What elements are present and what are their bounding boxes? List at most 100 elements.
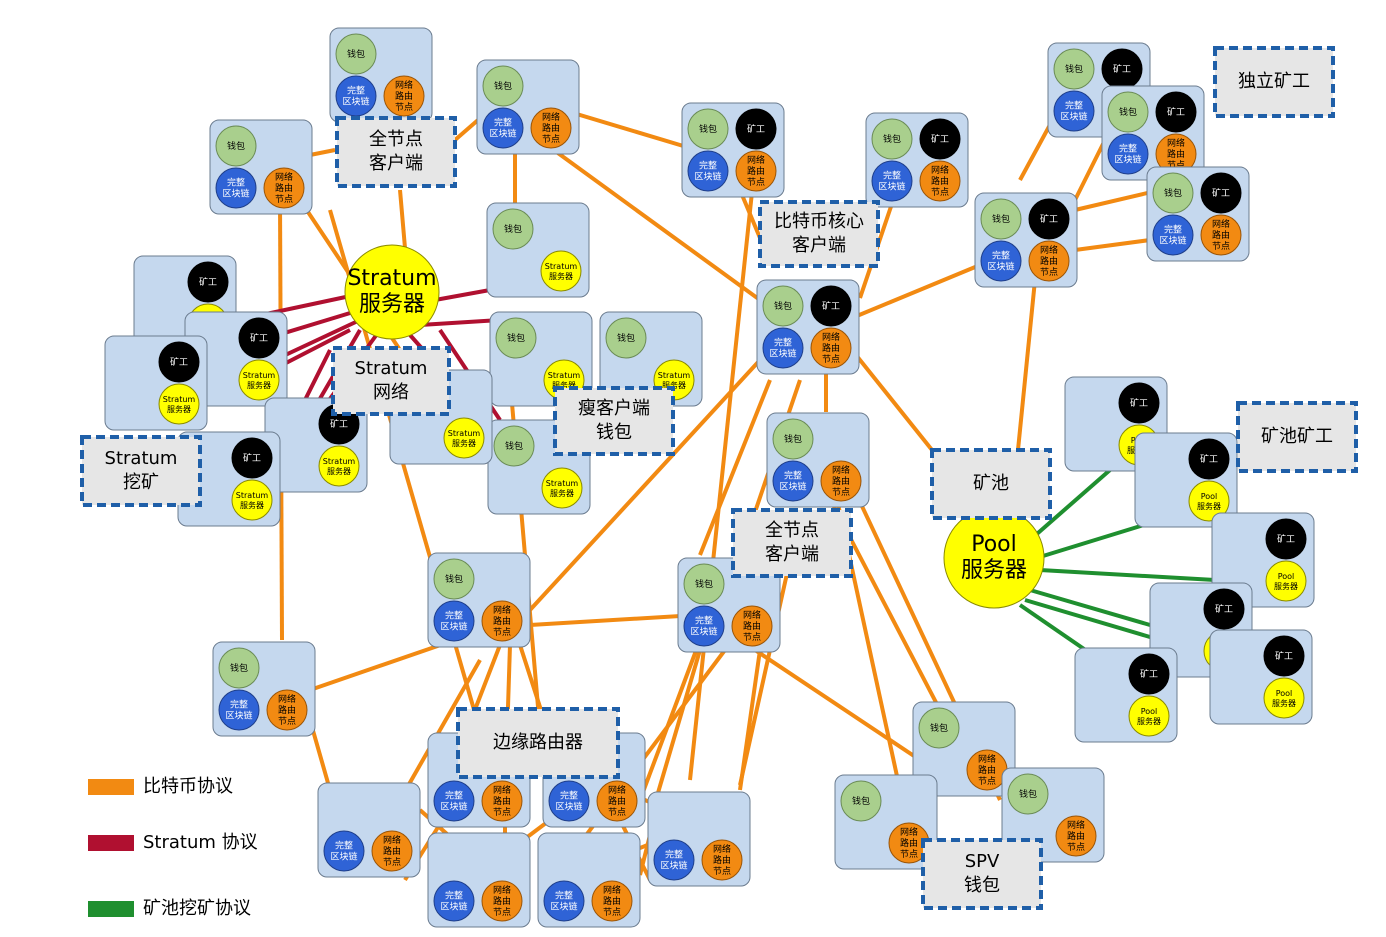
svg-text:网络路由节点: 网络路由节点 [275,171,293,205]
tag-thin-client-wallet: 瘦客户端钱包 [553,386,675,456]
svg-text:钱包: 钱包 [852,795,870,807]
stratum-protocol-link [419,318,501,327]
svg-text:矿工: 矿工 [1277,533,1295,545]
bitcoin-protocol-link [538,138,762,302]
svg-text:矿工: 矿工 [1215,603,1233,615]
svg-text:瘦客户端钱包: 瘦客户端钱包 [578,398,650,443]
svg-text:矿工: 矿工 [1140,668,1158,680]
pool-protocol-link [1029,518,1161,562]
bitcoin-protocol-link [738,649,762,791]
legend-item: 矿池挖矿协议 [88,898,251,919]
tag-bitcoin-core-client: 比特币核心客户端 [758,200,880,268]
svg-text:矿工: 矿工 [199,276,217,288]
svg-text:钱包: 钱包 [1164,187,1182,199]
svg-text:矿工: 矿工 [931,133,949,145]
svg-text:网络路由节点: 网络路由节点 [978,753,996,787]
tag-solo-miner: 独立矿工 [1213,46,1335,118]
svg-text:网络路由节点: 网络路由节点 [493,784,511,818]
svg-text:钱包: 钱包 [617,332,635,344]
svg-text:矿工: 矿工 [1200,453,1218,465]
svg-text:全节点客户端: 全节点客户端 [765,520,819,565]
svg-text:网络路由节点: 网络路由节点 [832,464,850,498]
svg-text:边缘路由器: 边缘路由器 [493,732,583,753]
svg-text:矿工: 矿工 [1040,213,1058,225]
svg-text:钱包: 钱包 [1019,788,1037,800]
svg-text:钱包: 钱包 [1065,63,1083,75]
svg-text:钱包: 钱包 [992,213,1010,225]
pool-protocol-link [1024,598,1161,642]
svg-text:矿工: 矿工 [1113,63,1131,75]
svg-text:矿工: 矿工 [250,332,268,344]
svg-text:网络路由节点: 网络路由节点 [931,164,949,198]
svg-text:完整区块链: 完整区块链 [440,789,467,812]
network-node-core: 钱包矿工完整区块链网络路由节点 [756,279,860,375]
svg-text:网络路由节点: 网络路由节点 [608,784,626,818]
svg-text:网络路由节点: 网络路由节点 [542,111,560,145]
svg-text:独立矿工: 独立矿工 [1238,71,1310,92]
svg-text:网络路由节点: 网络路由节点 [1212,218,1230,252]
svg-text:矿工: 矿工 [1212,187,1230,199]
svg-text:钱包: 钱包 [504,223,522,235]
svg-text:完整区块链: 完整区块链 [779,469,806,492]
svg-text:网络路由节点: 网络路由节点 [743,609,761,643]
bitcoin-protocol-link [453,118,480,142]
svg-text:网络路由节点: 网络路由节点 [278,693,296,727]
bitcoin-protocol-link [738,559,792,786]
svg-text:矿工: 矿工 [330,418,348,430]
pool-protocol-link [1028,468,1112,542]
bitcoin-protocol-link [688,191,754,781]
svg-text:完整区块链: 完整区块链 [987,249,1014,272]
svg-text:网络路由节点: 网络路由节点 [822,331,840,365]
svg-text:完整区块链: 完整区块链 [440,609,467,632]
bitcoin-protocol-link [851,263,981,320]
svg-text:矿工: 矿工 [822,300,840,312]
svg-text:网络路由节点: 网络路由节点 [900,826,918,860]
pool-protocol-link [1039,568,1216,582]
svg-text:网络路由节点: 网络路由节点 [1040,244,1058,278]
svg-text:钱包: 钱包 [445,573,463,585]
svg-text:比特币核心客户端: 比特币核心客户端 [774,211,864,256]
svg-text:完整区块链: 完整区块链 [690,614,717,637]
tag-full-node-client-top: 全节点客户端 [335,116,457,188]
svg-text:完整区块链: 完整区块链 [694,159,721,182]
svg-text:网络路由节点: 网络路由节点 [493,604,511,638]
bitcoin-protocol-link [1074,188,1161,212]
svg-text:完整区块链: 完整区块链 [489,116,516,139]
svg-text:完整区块链: 完整区块链 [1060,99,1087,122]
svg-text:矿工: 矿工 [243,452,261,464]
stratum-protocol-link [434,288,491,302]
svg-text:矿工: 矿工 [1130,397,1148,409]
svg-text:钱包: 钱包 [227,140,245,152]
network-nodes: 钱包完整区块链网络路由节点钱包完整区块链网络路由节点钱包完整区块链网络路由节点钱… [104,27,1315,928]
tag-pool-miner: 矿池矿工 [1236,401,1358,473]
bitcoin-protocol-link [398,189,407,249]
svg-text:钱包: 钱包 [347,48,365,60]
network-node-core: 钱包矿工完整区块链网络路由节点 [865,112,969,208]
bitcoin-protocol-link [738,638,922,762]
